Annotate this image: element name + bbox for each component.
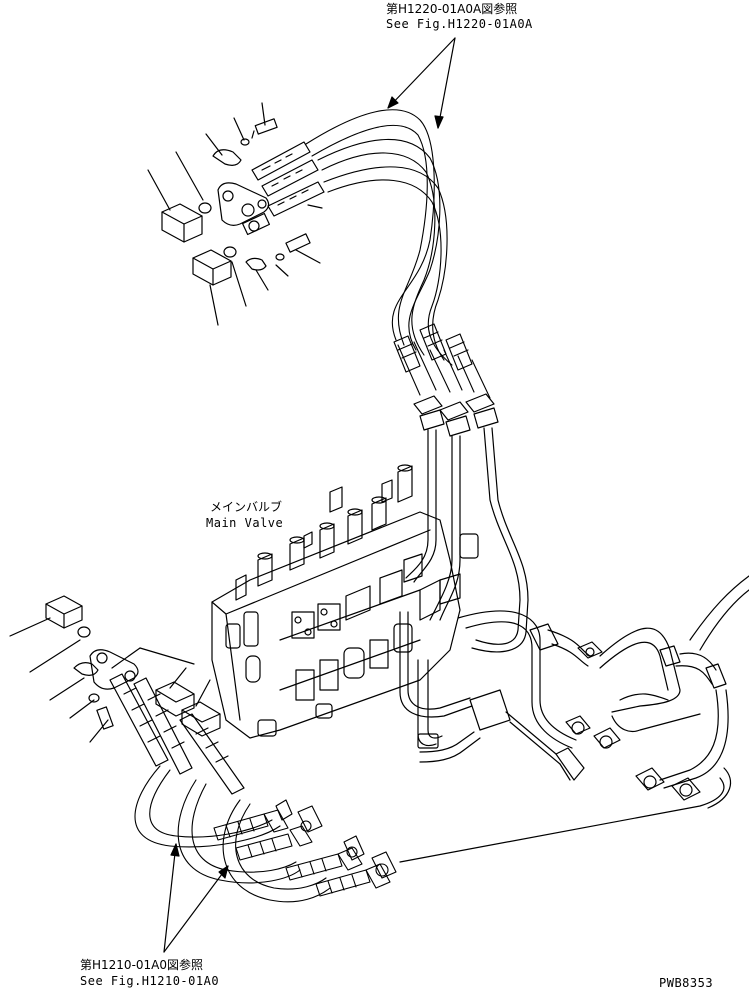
lower-hose-loops [135,766,396,902]
lower-fitting-group [10,596,244,794]
top-reference-jp: 第H1220-01A0A図参照 [386,2,518,16]
top-reference-en: See Fig.H1220-01A0A [386,17,533,31]
main-valve-label-en: Main Valve [206,516,284,530]
bottom-reference-jp: 第H1210-01A0図参照 [80,958,204,972]
top-reference-leaders [388,38,455,128]
valve-right-pipes [400,576,749,862]
valve-top-pipes [406,394,528,652]
upper-fitting-group [148,103,324,325]
bottom-reference-leaders [164,844,228,952]
main-valve-label-jp: メインバルブ [210,500,283,514]
bottom-reference-en: See Fig.H1210-01A0 [80,974,220,988]
upper-hose-bundle [306,110,490,398]
valve-spool-caps [236,465,412,600]
drawing-code: PWB8353 [659,976,714,990]
main-valve [212,465,478,738]
upper-hose-ends [252,142,324,216]
right-flanges [566,642,700,800]
